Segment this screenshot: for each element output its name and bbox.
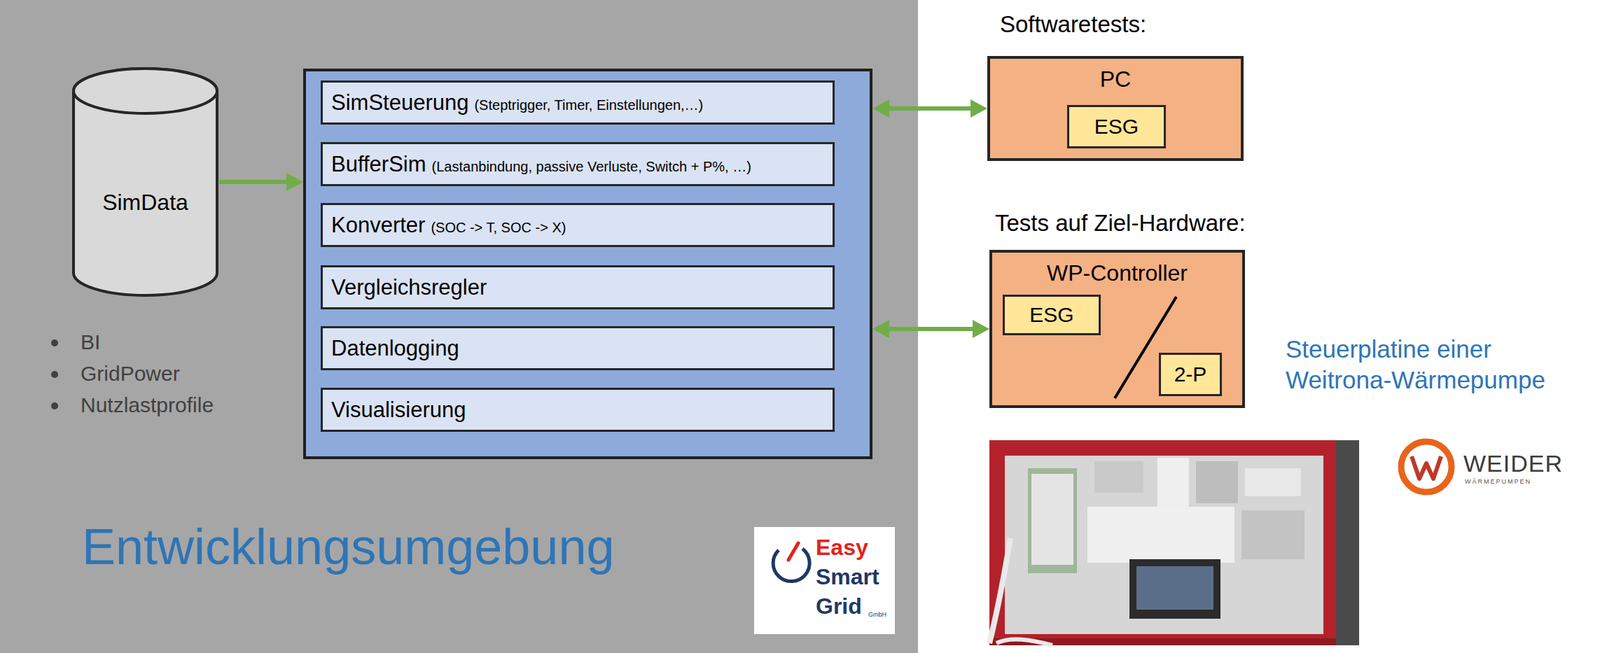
logo-w <box>1411 456 1442 479</box>
database-cylinder: SimData <box>71 66 220 298</box>
node-title: SimData <box>102 189 189 216</box>
bullet-item: Nutzlastprofile <box>80 393 214 418</box>
esg-box: ESG <box>1002 294 1101 336</box>
label-holder: Tests auf Ziel-Hardware: <box>995 210 1246 237</box>
two-p-box: 2-P <box>1158 352 1222 397</box>
pc-box: PC ESG <box>987 56 1244 162</box>
label-holder: WÄRMEPUMPEN <box>1464 478 1532 486</box>
cylinder-outline <box>71 66 220 298</box>
bullet-item: BI <box>80 330 101 355</box>
module-box: Datenlogging <box>320 326 835 371</box>
module-box: Visualisierung <box>320 387 835 433</box>
logo-text: GmbH <box>868 611 887 619</box>
node-title: ESG <box>1094 114 1139 139</box>
connector-line <box>886 327 976 332</box>
node-title: ESG <box>1029 303 1074 328</box>
bullet-item: GridPower <box>80 362 180 386</box>
logo-text: Easy <box>815 536 869 559</box>
node-detail: (Steptrigger, Timer, Einstellungen,…) <box>474 97 704 113</box>
connector-arrow <box>872 99 988 118</box>
connector-arrow <box>872 320 990 339</box>
label-holder: Grid <box>815 595 862 618</box>
node-title: Datenlogging <box>331 336 460 361</box>
node-title: Entwicklungsumgebung <box>81 519 918 575</box>
node-title: Konverter <box>331 212 426 238</box>
node-title: WP-Controller <box>992 252 1243 286</box>
node-title: 2-P <box>1174 362 1208 387</box>
photo-caption: Steuerplatine einer Weitrona-Wärmepumpe <box>1285 334 1587 396</box>
label-holder: BI <box>80 330 101 355</box>
node-title: BufferSim <box>331 151 427 177</box>
node-title: Visualisierung <box>331 397 466 423</box>
label-holder: WEIDER <box>1463 451 1563 476</box>
module-box: Vergleichsregler <box>320 265 835 310</box>
logo-ring <box>1401 441 1452 493</box>
cylinder-body <box>73 68 218 296</box>
cylinder-top <box>73 68 218 114</box>
logo-ground <box>754 527 895 635</box>
arrow-head <box>970 99 988 118</box>
label-holder: Nutzlastprofile <box>80 393 214 418</box>
label-holder: Easy <box>815 536 869 559</box>
connector-line <box>219 179 290 185</box>
module-group: SimSteuerung (Steptrigger, Timer, Einstel… <box>303 68 873 460</box>
logo-text: Grid <box>815 595 862 618</box>
module-box: BufferSim (Lastanbindung, passive Verlust… <box>320 142 835 187</box>
arrow-head <box>872 320 890 339</box>
bullet-dot <box>51 339 59 347</box>
logo-text: WEIDER <box>1463 451 1563 476</box>
section-heading: Tests auf Ziel-Hardware: <box>995 210 1246 237</box>
logo-text: WÄRMEPUMPEN <box>1464 478 1532 486</box>
module-box: Konverter(SOC -> T, SOC -> X) <box>320 203 835 248</box>
module-box: SimSteuerung (Steptrigger, Timer, Einstel… <box>320 80 835 125</box>
photo <box>989 440 1360 646</box>
logo-slash <box>788 543 799 561</box>
label-holder: Steuerplatine einer Weitrona-Wärmepumpe <box>1285 334 1587 396</box>
label-holder: Softwaretests: <box>999 11 1147 38</box>
environment-panel: Entwicklungsumgebung SimData SimSteuerung (… <box>0 0 918 653</box>
bullet-dot <box>51 402 59 410</box>
logo-text: Smart <box>815 565 880 589</box>
node-detail: (SOC -> T, SOC -> X) <box>430 219 566 236</box>
connector-arrow <box>219 172 304 192</box>
controller-box: WP-ControllerESG 2-P <box>989 249 1245 409</box>
section-heading: Softwaretests: <box>999 11 1147 38</box>
label-holder: Smart <box>815 565 880 589</box>
arrow-head <box>872 99 890 118</box>
node-detail: (Lastanbindung, passive Verluste, Switch… <box>432 158 752 175</box>
node-title: Vergleichsregler <box>331 275 487 300</box>
arrow-head <box>286 172 304 192</box>
label-holder: GridPower <box>80 362 180 386</box>
arrow-head <box>972 320 990 339</box>
connector-line <box>886 106 974 111</box>
bullet-dot <box>51 371 59 379</box>
node-title: PC <box>990 58 1241 92</box>
label-holder: GmbH <box>868 611 887 619</box>
esg-box: ESG <box>1067 105 1166 149</box>
node-title: SimSteuerung <box>331 90 469 115</box>
